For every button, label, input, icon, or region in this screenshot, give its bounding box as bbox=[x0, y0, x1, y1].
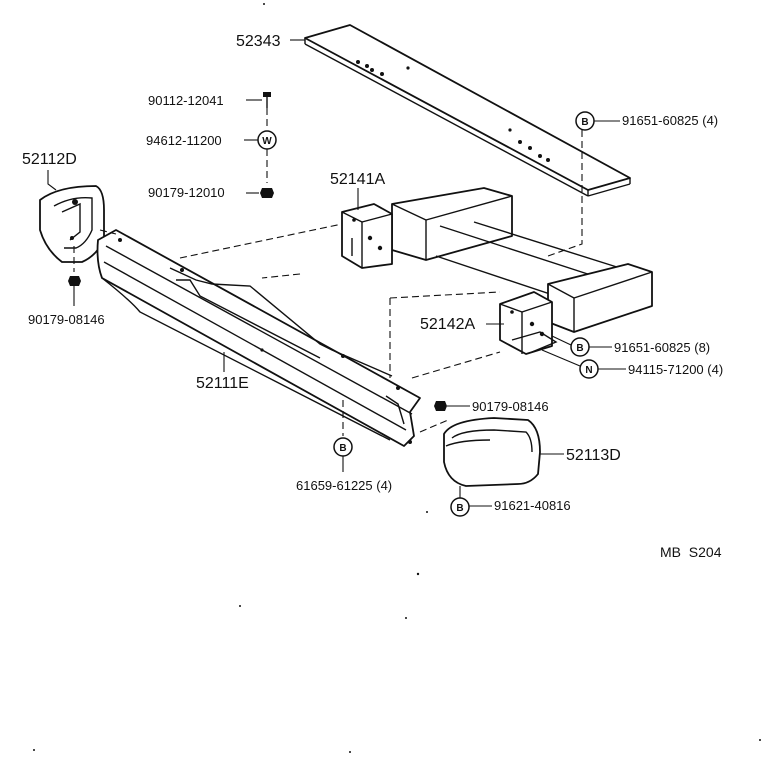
label-nut-upper: 90179-12010 bbox=[148, 185, 225, 200]
label-plate: 52343 bbox=[236, 33, 281, 50]
label-nut-bracket: 94115-71200 (4) bbox=[628, 362, 723, 377]
reference-code: MB S204 bbox=[660, 544, 722, 560]
label-end-cap-left: 52112D bbox=[22, 151, 77, 168]
bolt-symbol-bar: B bbox=[333, 437, 353, 457]
bracket-52141a bbox=[341, 203, 393, 269]
label-nut-left: 90179-08146 bbox=[28, 312, 105, 327]
washer-symbol: W bbox=[262, 136, 272, 147]
label-bracket-upper: 52141A bbox=[330, 171, 385, 188]
label-bolt: 90112-12041 bbox=[148, 93, 224, 108]
end-cap-52112d bbox=[39, 185, 105, 263]
scan-specks bbox=[33, 3, 761, 753]
label-bolt-bracket: 91651-60825 (8) bbox=[614, 340, 710, 355]
nut-90179-upper bbox=[260, 188, 274, 198]
nut-90179-right bbox=[434, 401, 447, 411]
label-nut-right: 90179-08146 bbox=[472, 399, 549, 414]
svg-text:N: N bbox=[585, 365, 592, 376]
bolt-90112 bbox=[263, 92, 271, 108]
bolt-symbol-plate: B bbox=[575, 111, 595, 131]
svg-text:B: B bbox=[456, 503, 463, 514]
alignment-lines bbox=[99, 130, 583, 433]
end-cap-52113d bbox=[443, 417, 541, 487]
nut-symbol-bracket: N bbox=[579, 359, 599, 379]
plate-52343 bbox=[304, 24, 631, 197]
bolt-symbol-bracket: B bbox=[570, 337, 590, 357]
washer-94612: W bbox=[257, 130, 277, 150]
bumper-bar-52111e bbox=[96, 229, 421, 447]
label-bolt-cap: 91621-40816 bbox=[494, 498, 571, 513]
label-washer: 94612-11200 bbox=[146, 133, 222, 148]
bolt-symbol-cap: B bbox=[450, 497, 470, 517]
bracket-52142a bbox=[499, 291, 558, 355]
svg-text:B: B bbox=[576, 343, 583, 354]
svg-text:B: B bbox=[339, 443, 346, 454]
nut-90179-left bbox=[68, 276, 81, 286]
svg-text:B: B bbox=[581, 117, 588, 128]
label-bracket-lower: 52142A bbox=[420, 316, 475, 333]
label-bolt-bar: 61659-61225 (4) bbox=[296, 478, 392, 493]
label-bumper-bar: 52111E bbox=[196, 375, 249, 392]
label-end-cap-right: 52113D bbox=[566, 447, 621, 464]
label-bolt-plate: 91651-60825 (4) bbox=[622, 113, 718, 128]
